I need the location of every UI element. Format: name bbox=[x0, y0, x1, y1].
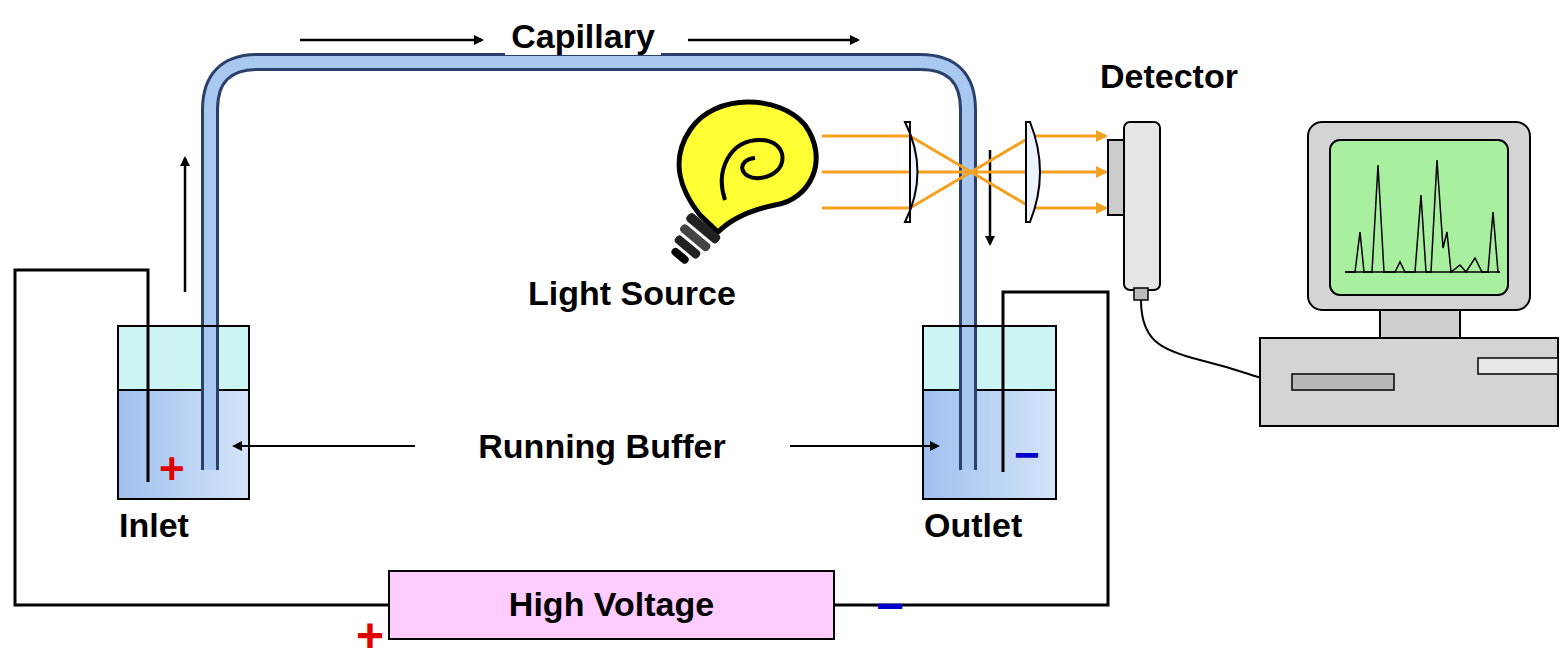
computer bbox=[1260, 122, 1558, 426]
lens bbox=[1026, 122, 1040, 222]
buffer-beaker: −Outlet bbox=[922, 325, 1057, 500]
detector-device bbox=[1108, 122, 1262, 378]
flow-arrow bbox=[300, 39, 482, 42]
part-label: Running Buffer bbox=[472, 428, 731, 465]
flow-arrow bbox=[688, 39, 858, 42]
beaker-label: Outlet bbox=[924, 507, 1022, 544]
beaker-label: Inlet bbox=[119, 507, 189, 544]
part-label: Detector bbox=[1100, 58, 1238, 95]
light-ray bbox=[822, 136, 1106, 208]
polarity-sign: + bbox=[356, 610, 384, 663]
inlet-beaker bbox=[117, 325, 250, 500]
box-label: High Voltage bbox=[509, 586, 714, 623]
capillary-tube bbox=[210, 62, 968, 470]
polarity-sign: − bbox=[1014, 431, 1040, 479]
lens bbox=[905, 122, 918, 222]
wire bbox=[15, 270, 388, 605]
flow-arrow bbox=[184, 158, 187, 292]
light-bulb bbox=[662, 102, 816, 272]
part-label: Capillary bbox=[505, 18, 661, 55]
buffer-beaker: +Inlet bbox=[117, 325, 250, 500]
electrode bbox=[1002, 325, 1005, 472]
polarity-sign: + bbox=[159, 445, 185, 493]
power-supply-box: High Voltage bbox=[388, 570, 835, 640]
leader-arrow bbox=[790, 445, 938, 447]
leader-arrow bbox=[234, 445, 415, 447]
polarity-sign: − bbox=[876, 580, 904, 633]
outlet-beaker bbox=[922, 325, 1057, 500]
part-label: Light Source bbox=[528, 275, 736, 312]
wire bbox=[835, 292, 1108, 605]
capillary-bore bbox=[210, 62, 968, 470]
electrode bbox=[147, 325, 150, 482]
flow-arrow bbox=[989, 150, 992, 244]
